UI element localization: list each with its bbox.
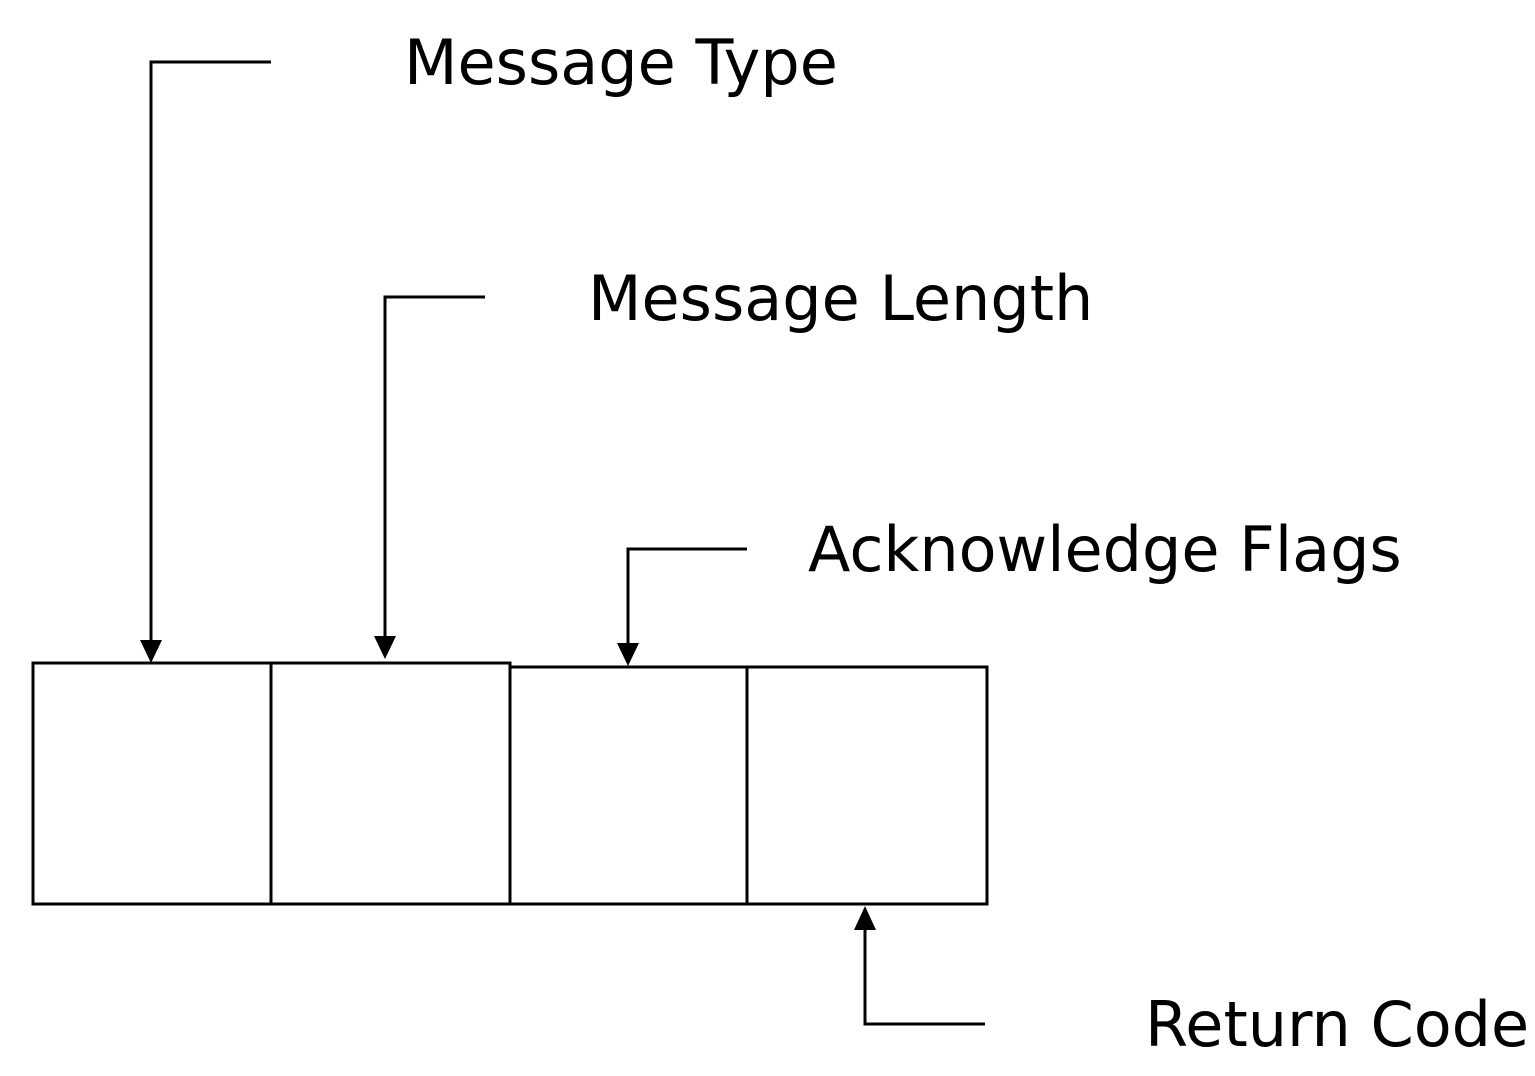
leader-return-code [863, 928, 985, 1026]
arrow-down-icon [374, 636, 396, 659]
label-message-length: Message Length [588, 262, 1093, 335]
arrow-down-icon [140, 640, 162, 663]
box-message-type [31, 661, 273, 906]
leader-lines [149, 60, 985, 1026]
leader-message-type [149, 60, 271, 643]
label-message-type: Message Type [404, 26, 838, 99]
leader-acknowledge-flags [626, 547, 747, 645]
field-boxes [31, 661, 989, 906]
box-message-length [269, 661, 512, 906]
leader-message-length [383, 295, 485, 638]
label-return-code: Return Code [1145, 988, 1529, 1061]
box-acknowledge-flags [508, 665, 749, 906]
label-acknowledge-flags: Acknowledge Flags [808, 513, 1402, 586]
arrowheads [140, 636, 876, 930]
arrow-up-icon [854, 906, 876, 930]
box-return-code [745, 665, 989, 906]
field-labels: Message Type Message Length Acknowledge … [404, 26, 1529, 1061]
arrow-down-icon [617, 643, 639, 666]
